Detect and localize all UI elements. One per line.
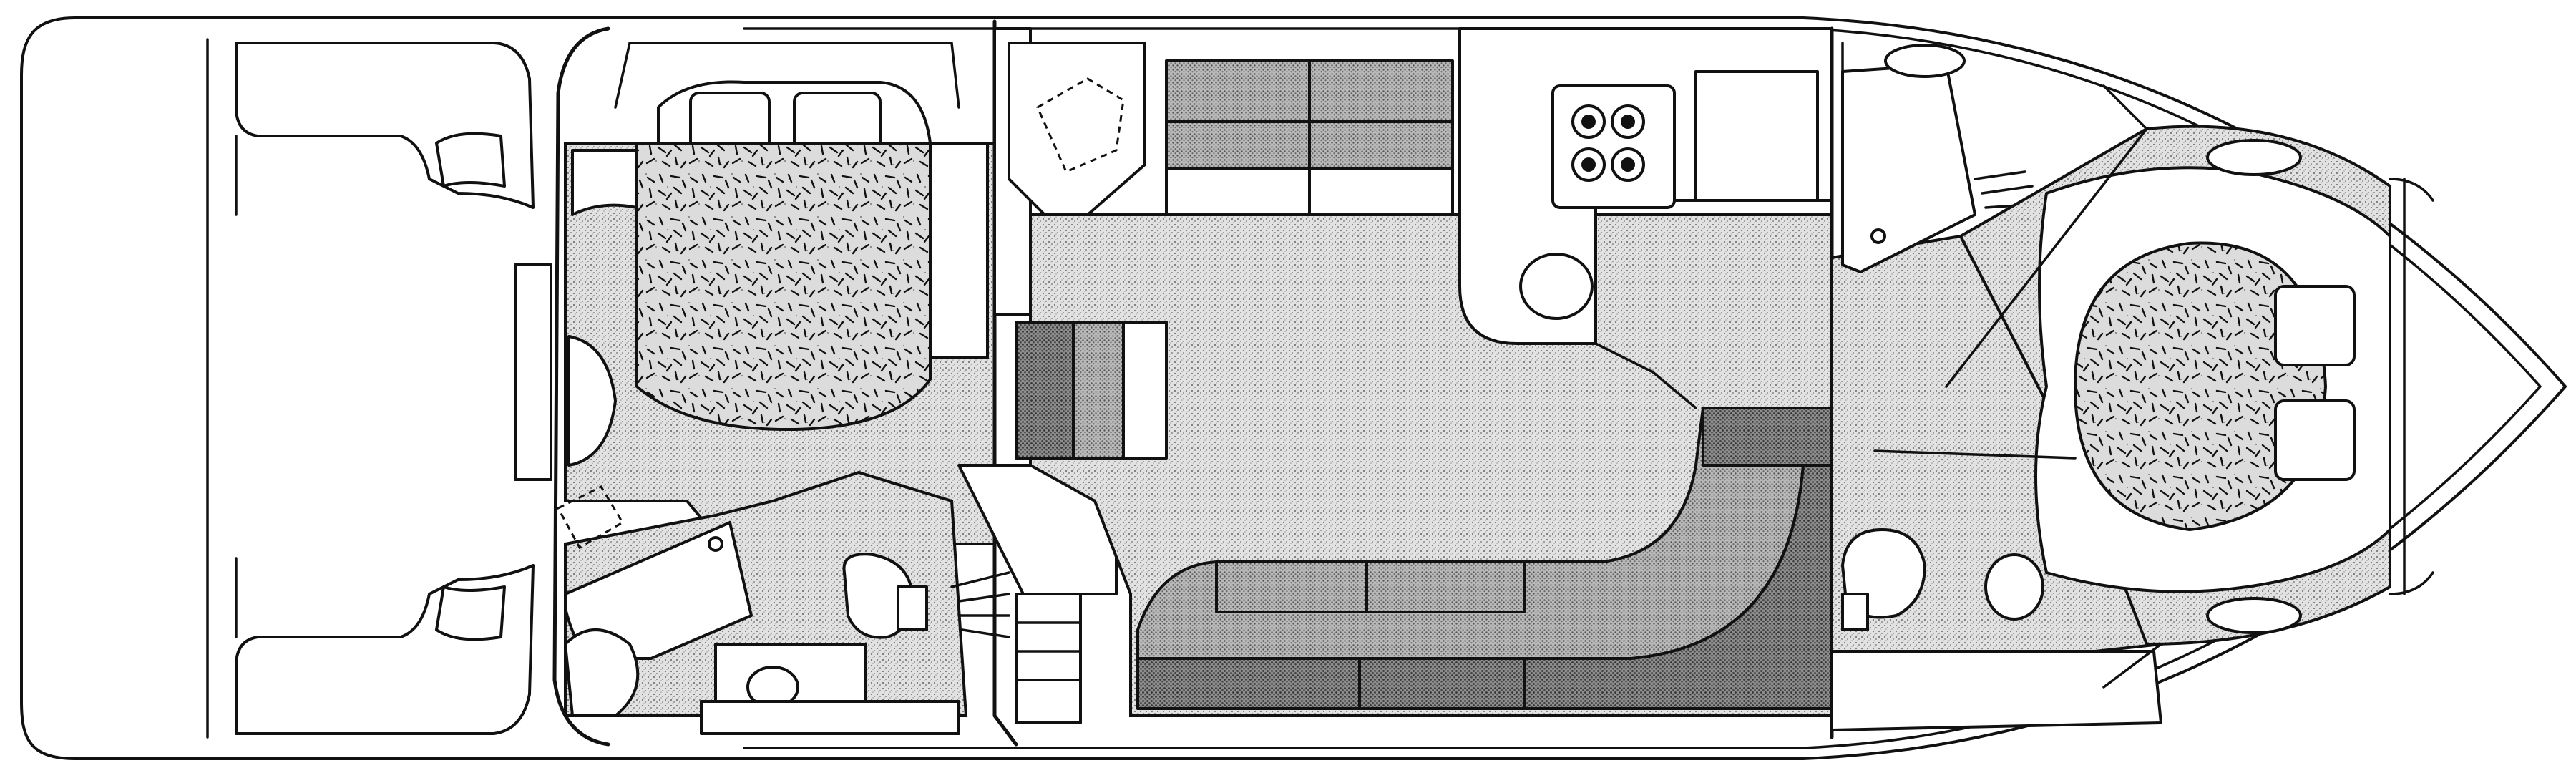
forward-pillow-bottom: [2274, 399, 2356, 481]
forward-toilet-tank: [1841, 593, 1869, 631]
settee-seat-2: [1358, 657, 1526, 710]
aft-head-toilet-tank: [897, 585, 928, 631]
companionway: [957, 19, 1146, 747]
forward-stateroom: [1873, 44, 2391, 689]
galley-counter-edge: [1594, 342, 1697, 409]
aft-head: [556, 470, 1010, 735]
master-locker: [567, 335, 617, 467]
aft-head-ladder: [950, 571, 1010, 638]
forward-locker-line-top: [1945, 84, 2148, 388]
chair-seat-1: [1072, 321, 1125, 460]
forward-vanity: [1830, 650, 2162, 731]
burner-2-center: [1621, 115, 1635, 129]
forward-shower-drain-icon: [1870, 228, 1886, 244]
master-hanging-locker: [929, 142, 989, 359]
aft-bulkhead: [552, 26, 610, 747]
settee-back-2: [1365, 560, 1526, 613]
salon-sofa: [1165, 59, 1454, 216]
sofa-seat-1: [1165, 120, 1311, 170]
aft-head-counter: [700, 700, 960, 735]
l-shaped-settee: [1136, 407, 1833, 710]
burner-4-center: [1621, 157, 1635, 172]
forward-locker-line-bottom: [1873, 449, 2162, 689]
forward-sink-icon: [1984, 553, 2044, 621]
master-bed: [635, 142, 932, 432]
master-stateroom: [564, 42, 996, 545]
cockpit-door: [514, 263, 552, 481]
galley: [1458, 27, 1833, 409]
steps-aft: [1015, 593, 1082, 724]
master-nightstand-top: [571, 149, 638, 216]
galley-stove: [1551, 84, 1676, 209]
sofa-seat-2: [1308, 120, 1454, 170]
chair-seat-2: [1122, 321, 1168, 460]
step-lines: [1015, 621, 1082, 681]
salon-chair: [1015, 321, 1168, 460]
galley-sink-icon: [1519, 253, 1594, 320]
burner-1-center: [1581, 115, 1596, 129]
chair-back: [1015, 321, 1075, 460]
settee-back-1: [1215, 560, 1368, 613]
port-light-3-icon: [2206, 597, 2302, 634]
galley-fridge: [1694, 70, 1819, 202]
sofa-cushion-1: [1165, 59, 1311, 123]
shower-drain-icon: [708, 536, 723, 552]
sofa-base-1: [1165, 167, 1311, 216]
cockpit-step-bottom: [435, 585, 506, 641]
burner-3-center: [1581, 157, 1596, 172]
aft-head-hatch: [556, 485, 625, 550]
settee-seat-1: [1136, 657, 1361, 710]
port-light-2-icon: [2206, 139, 2302, 176]
sofa-base-2: [1308, 167, 1454, 216]
bow-deck-divider: [2389, 178, 2434, 595]
cockpit-step-top: [435, 132, 506, 188]
aft-cockpit: [206, 38, 552, 739]
bow-deck: [2389, 178, 2434, 595]
port-light-1-icon: [1884, 44, 1966, 78]
aft-head-locker: [564, 628, 640, 717]
pantry-hatch: [1036, 77, 1125, 173]
forward-berth: [2073, 241, 2328, 532]
forward-pillow-top: [2274, 285, 2356, 366]
master-berth-step-line: [614, 42, 960, 109]
settee-end: [1702, 407, 1833, 467]
sofa-cushion-2: [1308, 59, 1454, 123]
